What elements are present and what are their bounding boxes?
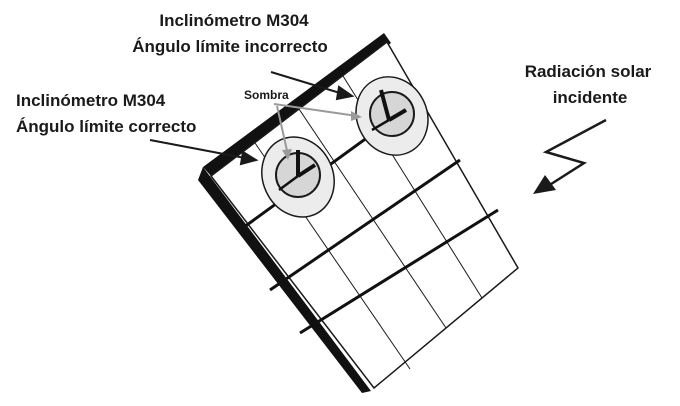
label-leaders	[149, 71, 355, 166]
inclinometer-correct	[261, 136, 335, 218]
label-correct-angle: Ángulo límite correcto	[16, 117, 196, 136]
inclinometer-incorrect	[355, 76, 429, 156]
label-incorrect-angle: Ángulo límite incorrecto	[132, 37, 328, 56]
label-shadow: Sombra	[244, 88, 289, 102]
label-incorrect-title: Inclinómetro M304	[159, 11, 309, 30]
label-correct-title: Inclinómetro M304	[16, 91, 166, 110]
panel-top-edge	[203, 33, 391, 176]
label-radiation: Radiación solar	[525, 62, 652, 81]
shadow-pointers	[273, 103, 362, 160]
solar-panel	[209, 40, 519, 390]
lightning-arrow-icon	[533, 118, 607, 194]
label-radiation-incident: incidente	[553, 88, 628, 107]
